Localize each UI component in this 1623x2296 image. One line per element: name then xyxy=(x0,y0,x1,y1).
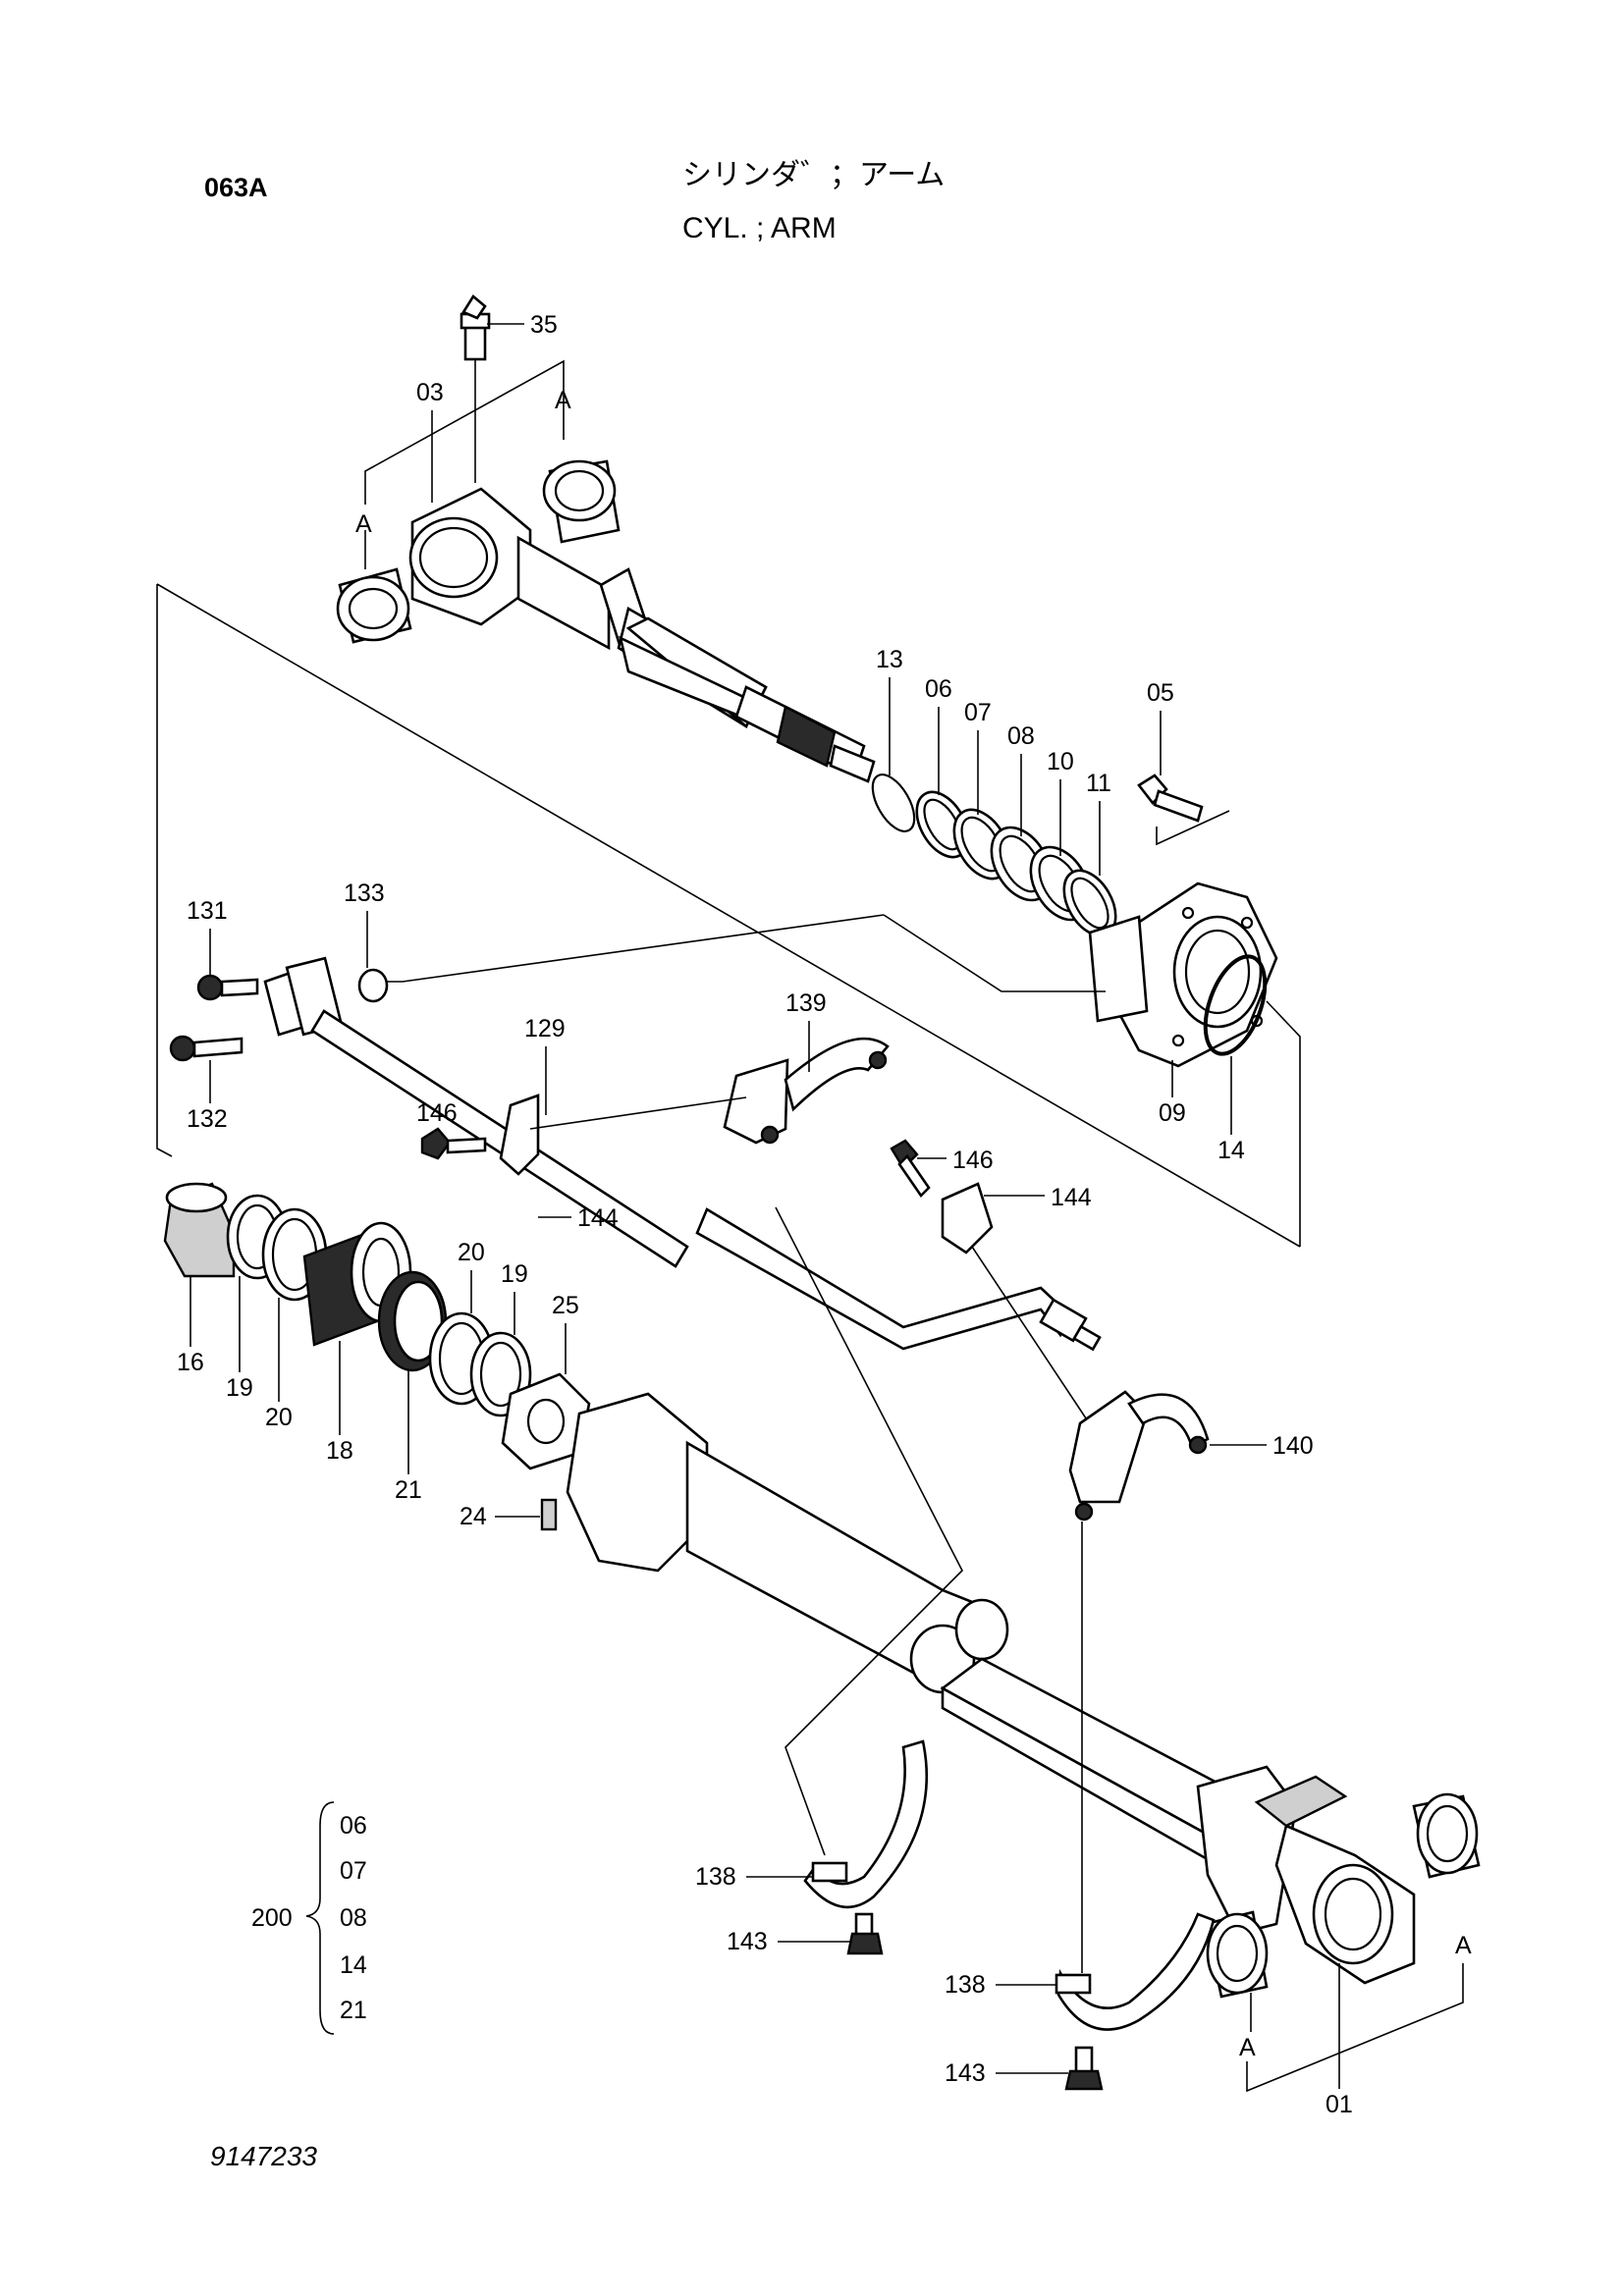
bolt-143-right xyxy=(1064,2046,1104,2091)
label-140: 140 xyxy=(1272,1432,1314,1460)
band-clamp-138-right xyxy=(1055,1912,1216,2091)
label-146-right: 146 xyxy=(952,1147,994,1174)
label-13: 13 xyxy=(876,646,903,673)
cylinder-tube xyxy=(566,1392,1416,1985)
pipe-fitting xyxy=(1039,1298,1102,1352)
label-133: 133 xyxy=(344,880,385,907)
cylinder-head xyxy=(1088,881,1278,1068)
seal-kit-list: 200 06 07 08 14 21 xyxy=(251,1801,367,2035)
bolt-132 xyxy=(169,1035,243,1062)
label-21: 21 xyxy=(395,1476,422,1504)
label-01: 01 xyxy=(1325,2091,1353,2118)
label-19-right: 19 xyxy=(501,1260,528,1288)
clamp-139 xyxy=(723,1037,890,1145)
label-14: 14 xyxy=(1217,1137,1245,1164)
label-138-left: 138 xyxy=(695,1863,736,1891)
label-19-left: 19 xyxy=(226,1374,253,1402)
bolt-143-left xyxy=(846,1912,884,1955)
kit-item-21: 21 xyxy=(340,1997,367,2024)
label-11: 11 xyxy=(1086,770,1111,797)
label-20-right: 20 xyxy=(458,1239,485,1266)
rod-thread xyxy=(734,685,876,783)
label-35: 35 xyxy=(530,311,558,339)
clip-144-right xyxy=(941,1182,994,1255)
pipe-assembly xyxy=(169,914,1210,1522)
label-132: 132 xyxy=(187,1105,228,1133)
band-clamp-138-left xyxy=(803,1739,929,1955)
label-06: 06 xyxy=(925,675,952,703)
kit-number: 200 xyxy=(251,1904,293,1932)
bolt-146-left xyxy=(420,1127,487,1160)
bolt-05 xyxy=(1137,774,1204,823)
label-25: 25 xyxy=(552,1292,579,1319)
label-144-left: 144 xyxy=(577,1204,619,1232)
kit-item-08: 08 xyxy=(340,1904,367,1932)
marker-a1: A xyxy=(555,387,571,414)
label-07: 07 xyxy=(964,699,992,726)
o-ring-14 xyxy=(1203,954,1268,1056)
label-05: 05 xyxy=(1147,679,1174,707)
kit-item-06: 06 xyxy=(340,1812,367,1840)
clamp-140 xyxy=(1068,1390,1210,1522)
label-131: 131 xyxy=(187,897,228,925)
title-japanese: シリンダ゛；アーム xyxy=(682,159,945,191)
piston-assembly xyxy=(156,584,591,1531)
rod-eye xyxy=(408,487,611,651)
marker-a2: A xyxy=(355,510,372,538)
marker-a3: A xyxy=(1239,2034,1256,2061)
label-18: 18 xyxy=(326,1437,353,1465)
document-number: 9147233 xyxy=(210,2141,317,2171)
label-139: 139 xyxy=(785,989,827,1017)
marker-a4: A xyxy=(1455,1932,1472,1959)
bushing-top-left xyxy=(336,567,412,644)
label-09: 09 xyxy=(1159,1099,1186,1127)
diagram-code: 063A xyxy=(204,173,268,202)
label-143-right: 143 xyxy=(945,2059,986,2087)
label-129: 129 xyxy=(524,1015,566,1042)
label-138-right: 138 xyxy=(945,1971,986,1999)
label-20-left: 20 xyxy=(265,1404,293,1431)
kit-item-14: 14 xyxy=(340,1951,367,1979)
grease-nipple xyxy=(460,294,491,361)
label-16: 16 xyxy=(177,1349,204,1376)
set-screw-24 xyxy=(540,1498,558,1531)
label-144-right: 144 xyxy=(1051,1184,1092,1211)
part-labels: 35 03 A A 13 06 07 08 10 11 05 131 133 1… xyxy=(177,311,1472,2118)
clip-144-left xyxy=(499,1094,540,1176)
bushing-bottom-left xyxy=(1204,1910,1269,1999)
rod-assembly xyxy=(156,294,1301,1248)
label-143-left: 143 xyxy=(727,1928,768,1955)
bushing-16 xyxy=(163,1182,236,1278)
bolt-146-right xyxy=(890,1139,931,1199)
label-03: 03 xyxy=(416,379,444,406)
bushing-bottom-right xyxy=(1412,1792,1481,1879)
ring-21 xyxy=(377,1270,448,1372)
label-24: 24 xyxy=(460,1503,487,1530)
title-english: CYL. ; ARM xyxy=(682,212,837,244)
bolt-131 xyxy=(196,974,259,1001)
cylinder-bottom-eye xyxy=(1196,1765,1416,1985)
bushing-top-right xyxy=(542,459,621,544)
label-08: 08 xyxy=(1007,722,1035,750)
label-10: 10 xyxy=(1047,748,1074,775)
kit-item-07: 07 xyxy=(340,1857,367,1885)
seal-ring-13 xyxy=(871,774,916,832)
label-146-left: 146 xyxy=(416,1099,458,1127)
